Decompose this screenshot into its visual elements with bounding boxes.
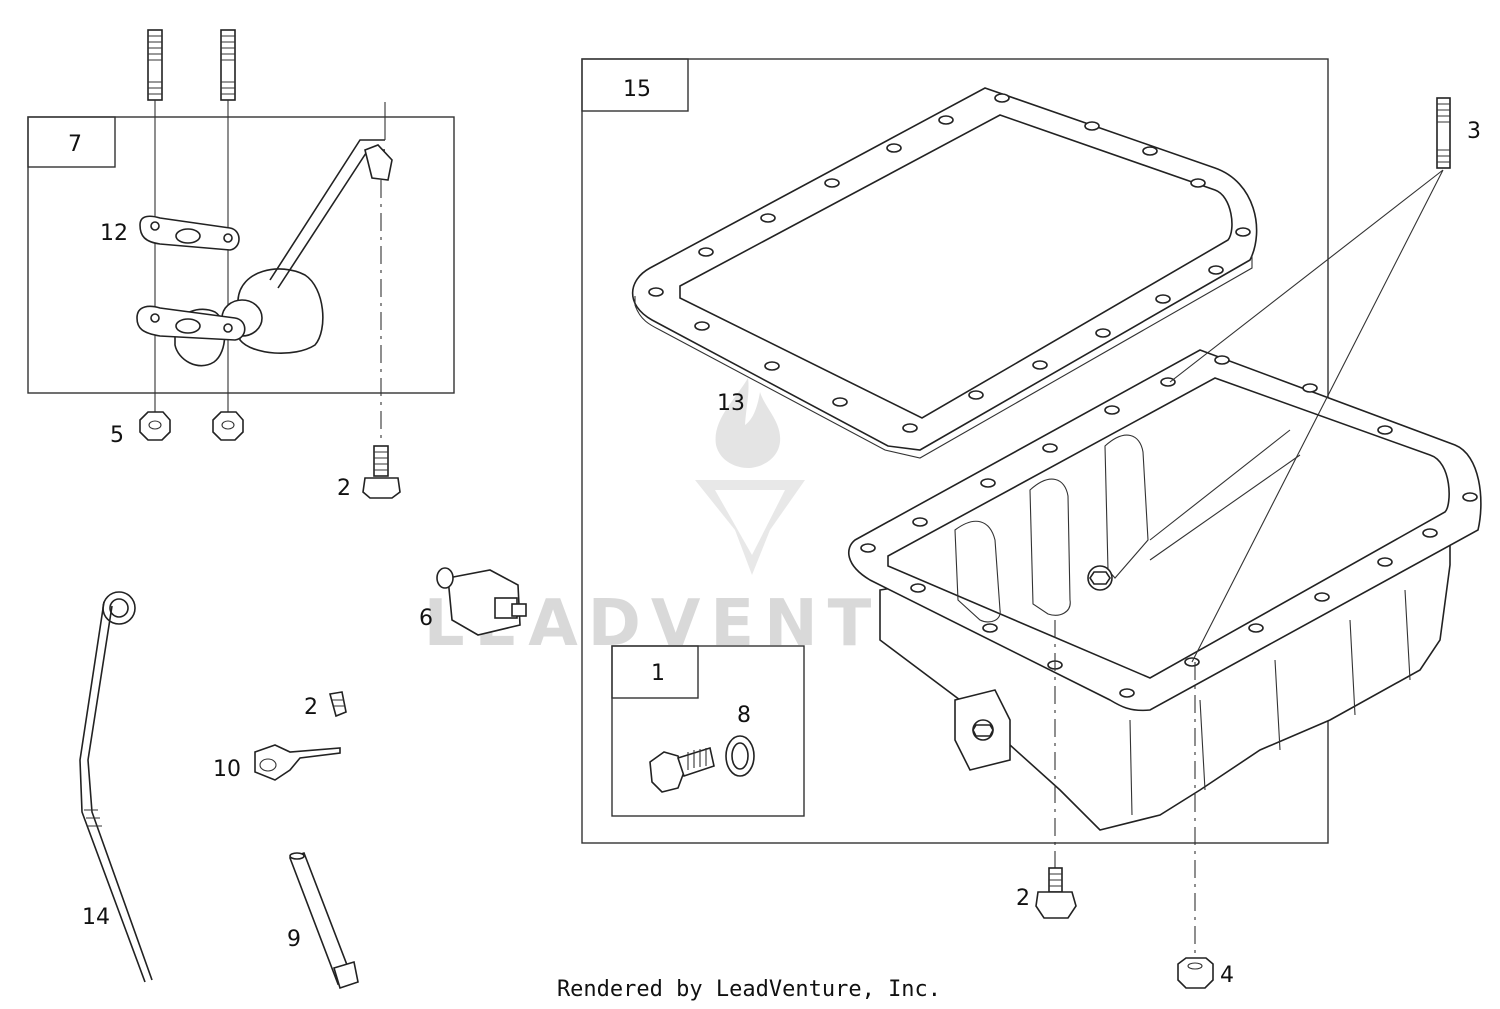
nut-5-right [212,411,244,441]
gasket-13 [631,87,1258,459]
callout-4: 4 [1220,963,1234,988]
callout-5: 5 [110,423,124,448]
callout-9: 9 [287,927,301,952]
callout-2-lower: 2 [1016,886,1030,911]
stud-3 [1436,97,1451,169]
group-tag-15 [581,58,689,112]
callout-13: 13 [717,391,745,416]
watermark-logo [695,378,805,575]
group-box-7 [27,116,455,394]
stud-guide-lines [154,100,229,412]
drain-plug-1 [649,746,715,793]
callout-2-upper: 2 [337,476,351,501]
callout-7: 7 [68,132,82,157]
group-box-1 [611,645,805,817]
callout-12: 12 [100,221,128,246]
pipe-9 [288,851,359,990]
group-tag-1 [611,645,699,699]
oil-pan [847,349,1482,831]
render-credit: Rendered by LeadVenture, Inc. [557,977,941,1002]
flange-plate [136,305,246,341]
group-tag-7 [27,116,116,168]
nut-4 [1177,957,1214,989]
stud-right [220,29,236,101]
callout-6: 6 [419,606,433,631]
clip-2 [328,691,347,718]
bolt-2-lower [1035,867,1077,919]
callout-3: 3 [1467,119,1481,144]
dipstick-14 [79,591,153,983]
stud-left [147,29,163,101]
gasket-plate-12 [139,215,240,251]
bracket-10 [254,744,341,781]
callout-10: 10 [213,757,241,782]
gasket-13-holes [648,93,1251,433]
callout-2-clip: 2 [304,695,318,720]
callout-15: 15 [623,77,651,102]
stud-3-leader-lines [1169,169,1444,663]
washer-8 [725,735,755,777]
callout-1: 1 [651,661,665,686]
callout-14: 14 [82,905,110,930]
oil-pressure-switch-6 [436,567,527,636]
nut-5-left [139,411,171,441]
callout-8: 8 [737,703,751,728]
bolt-2-upper [362,445,401,499]
